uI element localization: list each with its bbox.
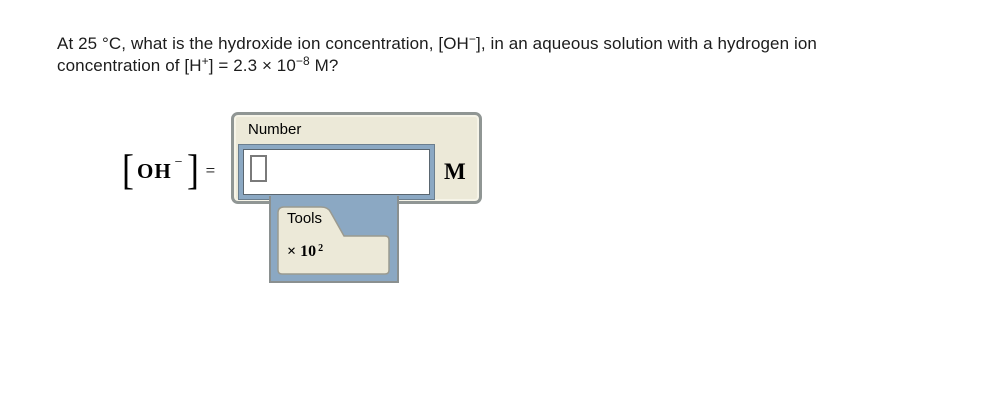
superscript-plus: + [201,54,209,68]
equals-sign: = [205,161,216,180]
question-line-2: concentration of [H+] = 2.3 × 10−8 M? [57,54,339,75]
species-symbol: OH [137,158,172,183]
entry-cursor-box [250,155,267,182]
unit-label: M [444,159,466,184]
charge-superscript: − [174,155,183,170]
tools-folder-shape [277,206,390,275]
exponent-superscript: 2 [318,243,324,254]
close-bracket: ] [186,148,199,194]
open-bracket: [ [122,148,134,194]
hydroxide-expression-label: [ OH − ] = [121,148,215,194]
tools-tab[interactable]: Tools [275,203,353,235]
tools-connector [269,196,399,283]
answer-input-frame [238,144,435,200]
number-label: Number [248,121,302,138]
tools-tab-label: Tools [287,210,323,227]
superscript-minus: − [468,32,477,46]
question-text: At 25 °C, what is the hydroxide ion conc… [57,33,977,77]
question-line-1: At 25 °C, what is the hydroxide ion conc… [57,32,817,53]
answer-input[interactable] [243,149,430,195]
superscript-exponent: −8 [295,54,310,68]
